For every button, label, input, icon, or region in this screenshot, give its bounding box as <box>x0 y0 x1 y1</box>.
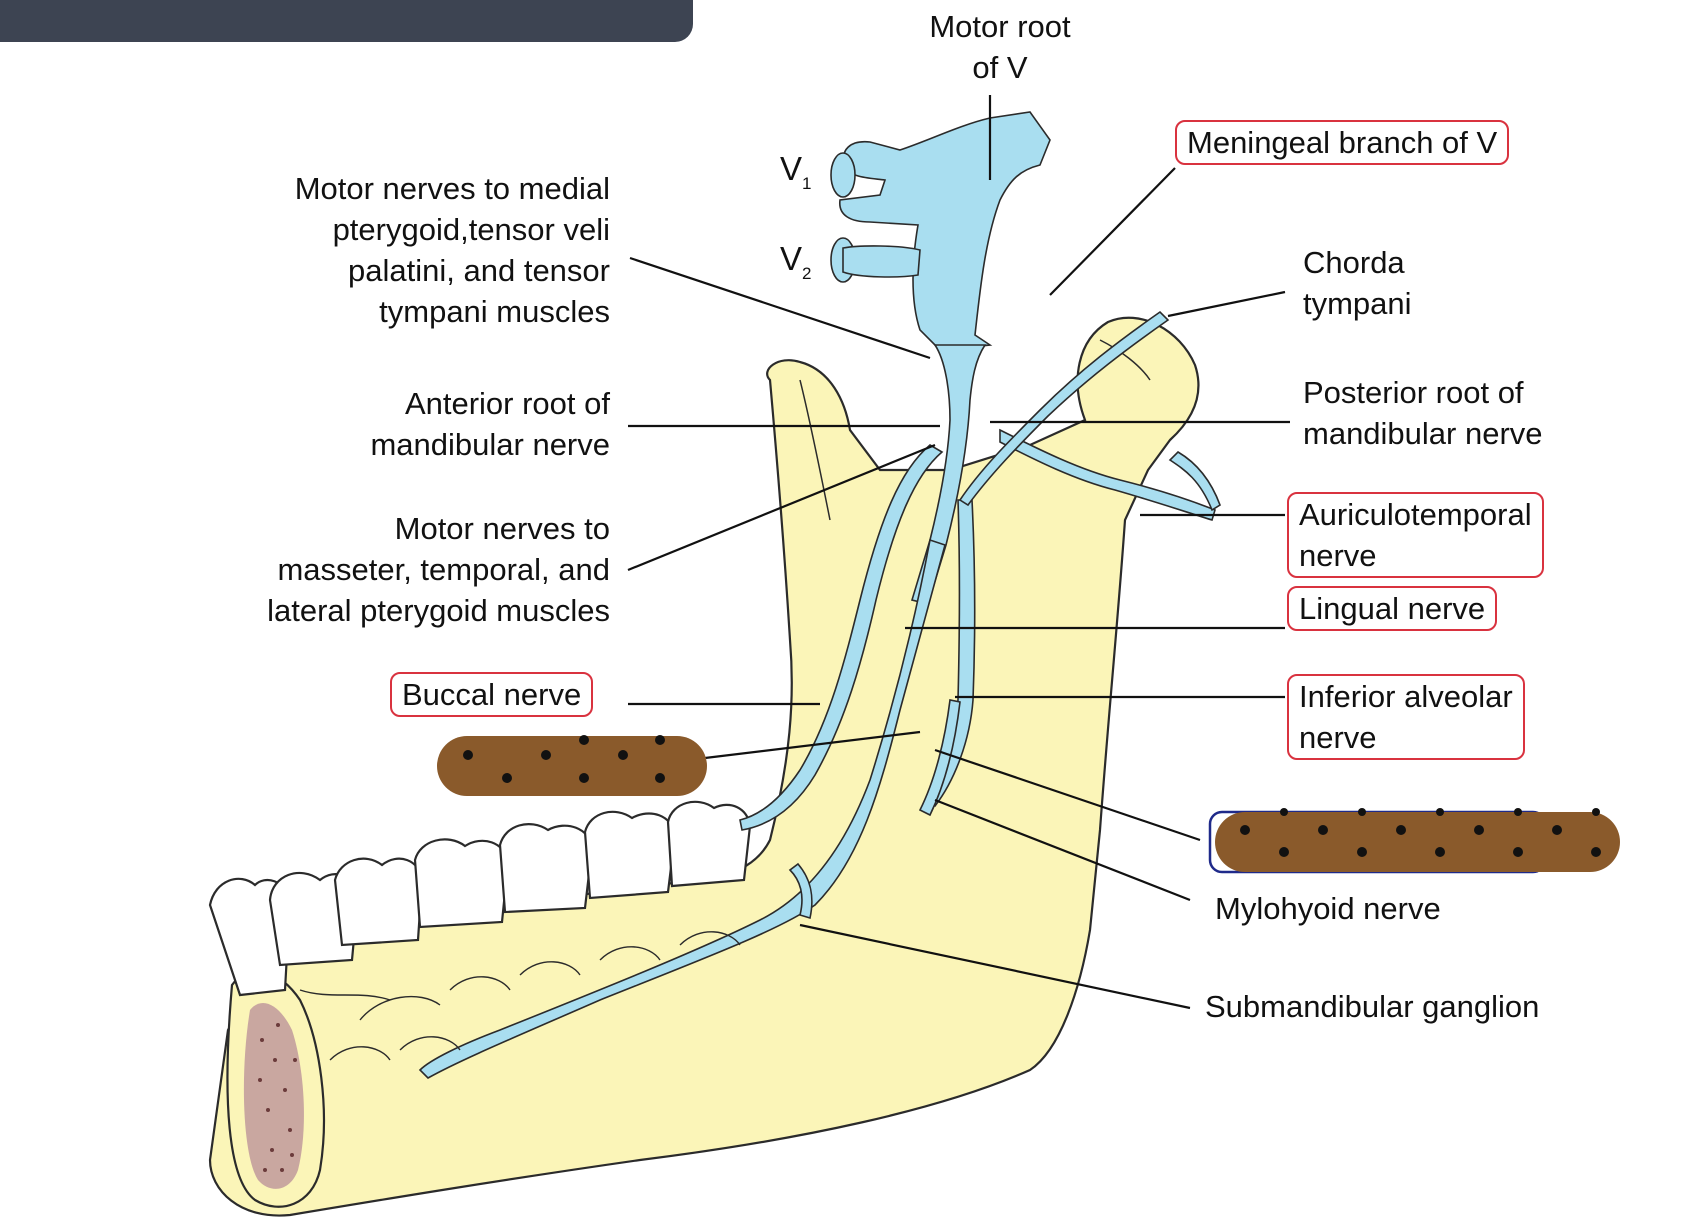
nerve-twigs <box>299 931 741 1061</box>
redacted-label-right <box>1208 808 1620 874</box>
label-motor-medial-pterygoid: Motor nerves to medial pterygoid,tensor … <box>294 171 610 329</box>
label-motor-root-line2: of V <box>972 50 1028 85</box>
label-chorda-tympani: Chorda tympani <box>1303 245 1412 321</box>
label-auriculotemporal: Auriculotemporal nerve <box>1287 492 1544 578</box>
auriculotemporal <box>999 428 1216 522</box>
label-v1-subscript: 1 <box>802 174 812 193</box>
label-v1: V1 <box>780 150 812 193</box>
cancellous-bone <box>243 1002 304 1189</box>
label-v2: V2 <box>780 240 812 283</box>
label-mylohyoid: Mylohyoid nerve <box>1215 891 1441 926</box>
nerve-tree <box>418 111 1221 1079</box>
label-anterior-root: Anterior root of mandibular nerve <box>370 386 610 462</box>
mandible-body <box>208 316 1200 1217</box>
label-motor-masseter: Motor nerves to masseter, temporal, and … <box>267 511 610 628</box>
label-buccal-nerve: Buccal nerve <box>390 672 594 717</box>
inferior-alveolar <box>923 499 976 808</box>
leader-lines <box>627 95 1290 1010</box>
buccal-nerve <box>739 444 944 831</box>
redacted-label-left <box>437 735 707 796</box>
mandible <box>208 316 1200 1217</box>
label-motor-root-line1: Motor root <box>929 9 1071 44</box>
bone-speckles <box>258 1023 297 1172</box>
label-v2-subscript: 2 <box>802 264 812 283</box>
label-inferior-alveolar: Inferior alveolar nerve <box>1287 674 1525 760</box>
mylohyoid <box>918 699 961 817</box>
slide-header-bar <box>0 0 693 42</box>
label-lingual-nerve: Lingual nerve <box>1287 586 1498 631</box>
chorda-tympani <box>958 310 1170 507</box>
label-posterior-root: Posterior root of mandibular nerve <box>1303 375 1543 451</box>
label-submandibular-ganglion: Submandibular ganglion <box>1205 989 1540 1024</box>
label-motor-root: Motor root of V <box>915 6 1085 88</box>
label-meningeal-branch: Meningeal branch of V <box>1175 120 1510 165</box>
lingual-nerve <box>418 538 946 1079</box>
teeth <box>208 800 752 997</box>
trigeminal-trunk <box>839 111 1051 351</box>
submandibular-branch <box>788 862 813 920</box>
